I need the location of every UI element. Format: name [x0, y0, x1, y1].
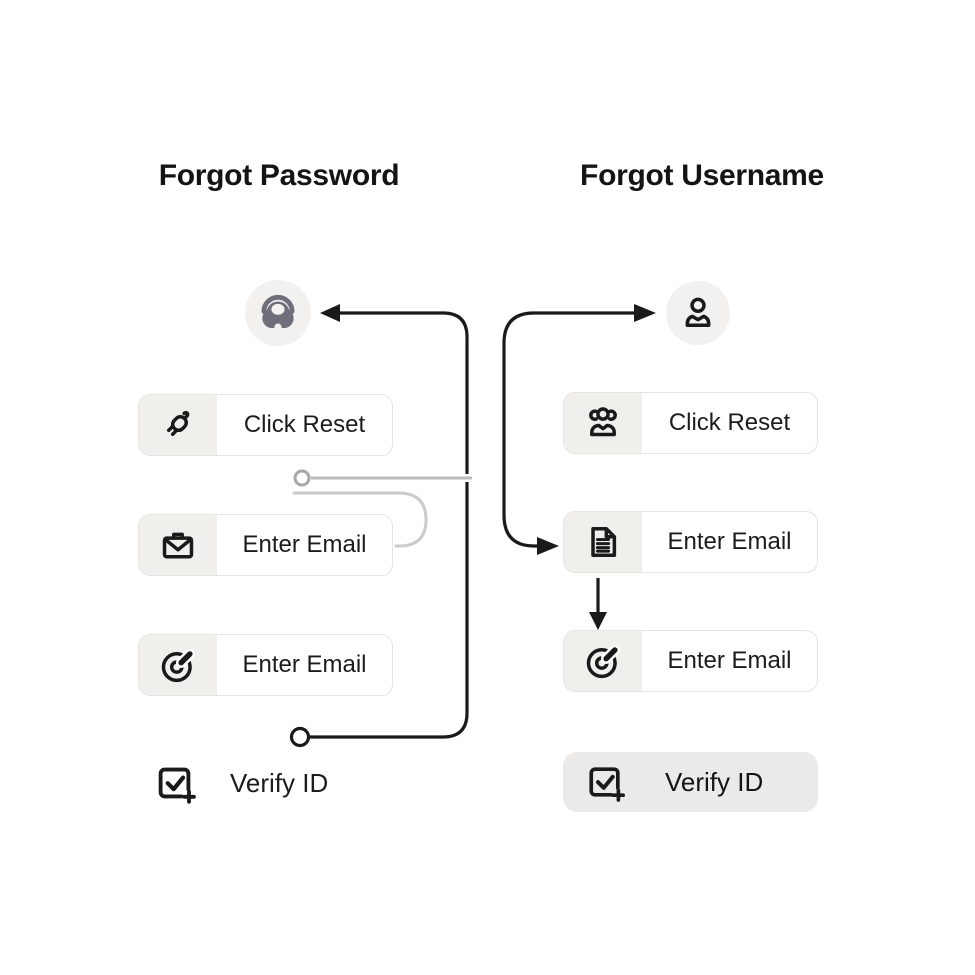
arrowhead-enter-email: [537, 537, 559, 555]
target-icon: [564, 631, 642, 691]
step-label: Click Reset: [243, 411, 366, 438]
step-label: Enter Email: [242, 651, 367, 678]
plug-icon: [139, 395, 217, 455]
arrowhead-down: [589, 612, 607, 630]
step-card-click-reset: Click Reset: [563, 392, 818, 454]
step-label: Enter Email: [242, 531, 367, 558]
checkbox-plus-icon: [152, 760, 198, 806]
target-icon: [139, 635, 217, 695]
users-icon: [564, 393, 642, 453]
right-flow-title: Forgot Username: [580, 159, 824, 192]
step-label: Click Reset: [668, 409, 791, 436]
step-label: Verify ID: [230, 767, 329, 798]
step-label: Verify ID: [665, 766, 764, 797]
step-card-enter-email-1: Enter Email: [563, 511, 818, 573]
step-card-enter-email-1: Enter Email: [138, 514, 393, 576]
step-card-verify-id: Verify ID: [563, 752, 818, 812]
muted-node: [293, 469, 311, 487]
padlock-icon: [255, 290, 301, 336]
checkbox-plus-icon: [583, 760, 627, 804]
mail-icon: [139, 515, 217, 575]
user-icon: [677, 292, 719, 334]
step-card-enter-email-2: Enter Email: [138, 634, 393, 696]
left-flow-title: Forgot Password: [158, 159, 400, 192]
step-label: Enter Email: [667, 528, 792, 555]
step-label: Enter Email: [667, 647, 792, 674]
step-card-enter-email-2: Enter Email: [563, 630, 818, 692]
arrowhead-right-avatar: [634, 304, 656, 322]
document-icon: [564, 512, 642, 572]
left-flow-start-node: [289, 726, 311, 748]
step-card-click-reset: Click Reset: [138, 394, 393, 456]
right-avatar: [666, 281, 730, 345]
left-avatar: [245, 280, 311, 346]
arrowhead-left-avatar: [320, 304, 340, 322]
step-verify-id-left: Verify ID: [152, 760, 328, 806]
